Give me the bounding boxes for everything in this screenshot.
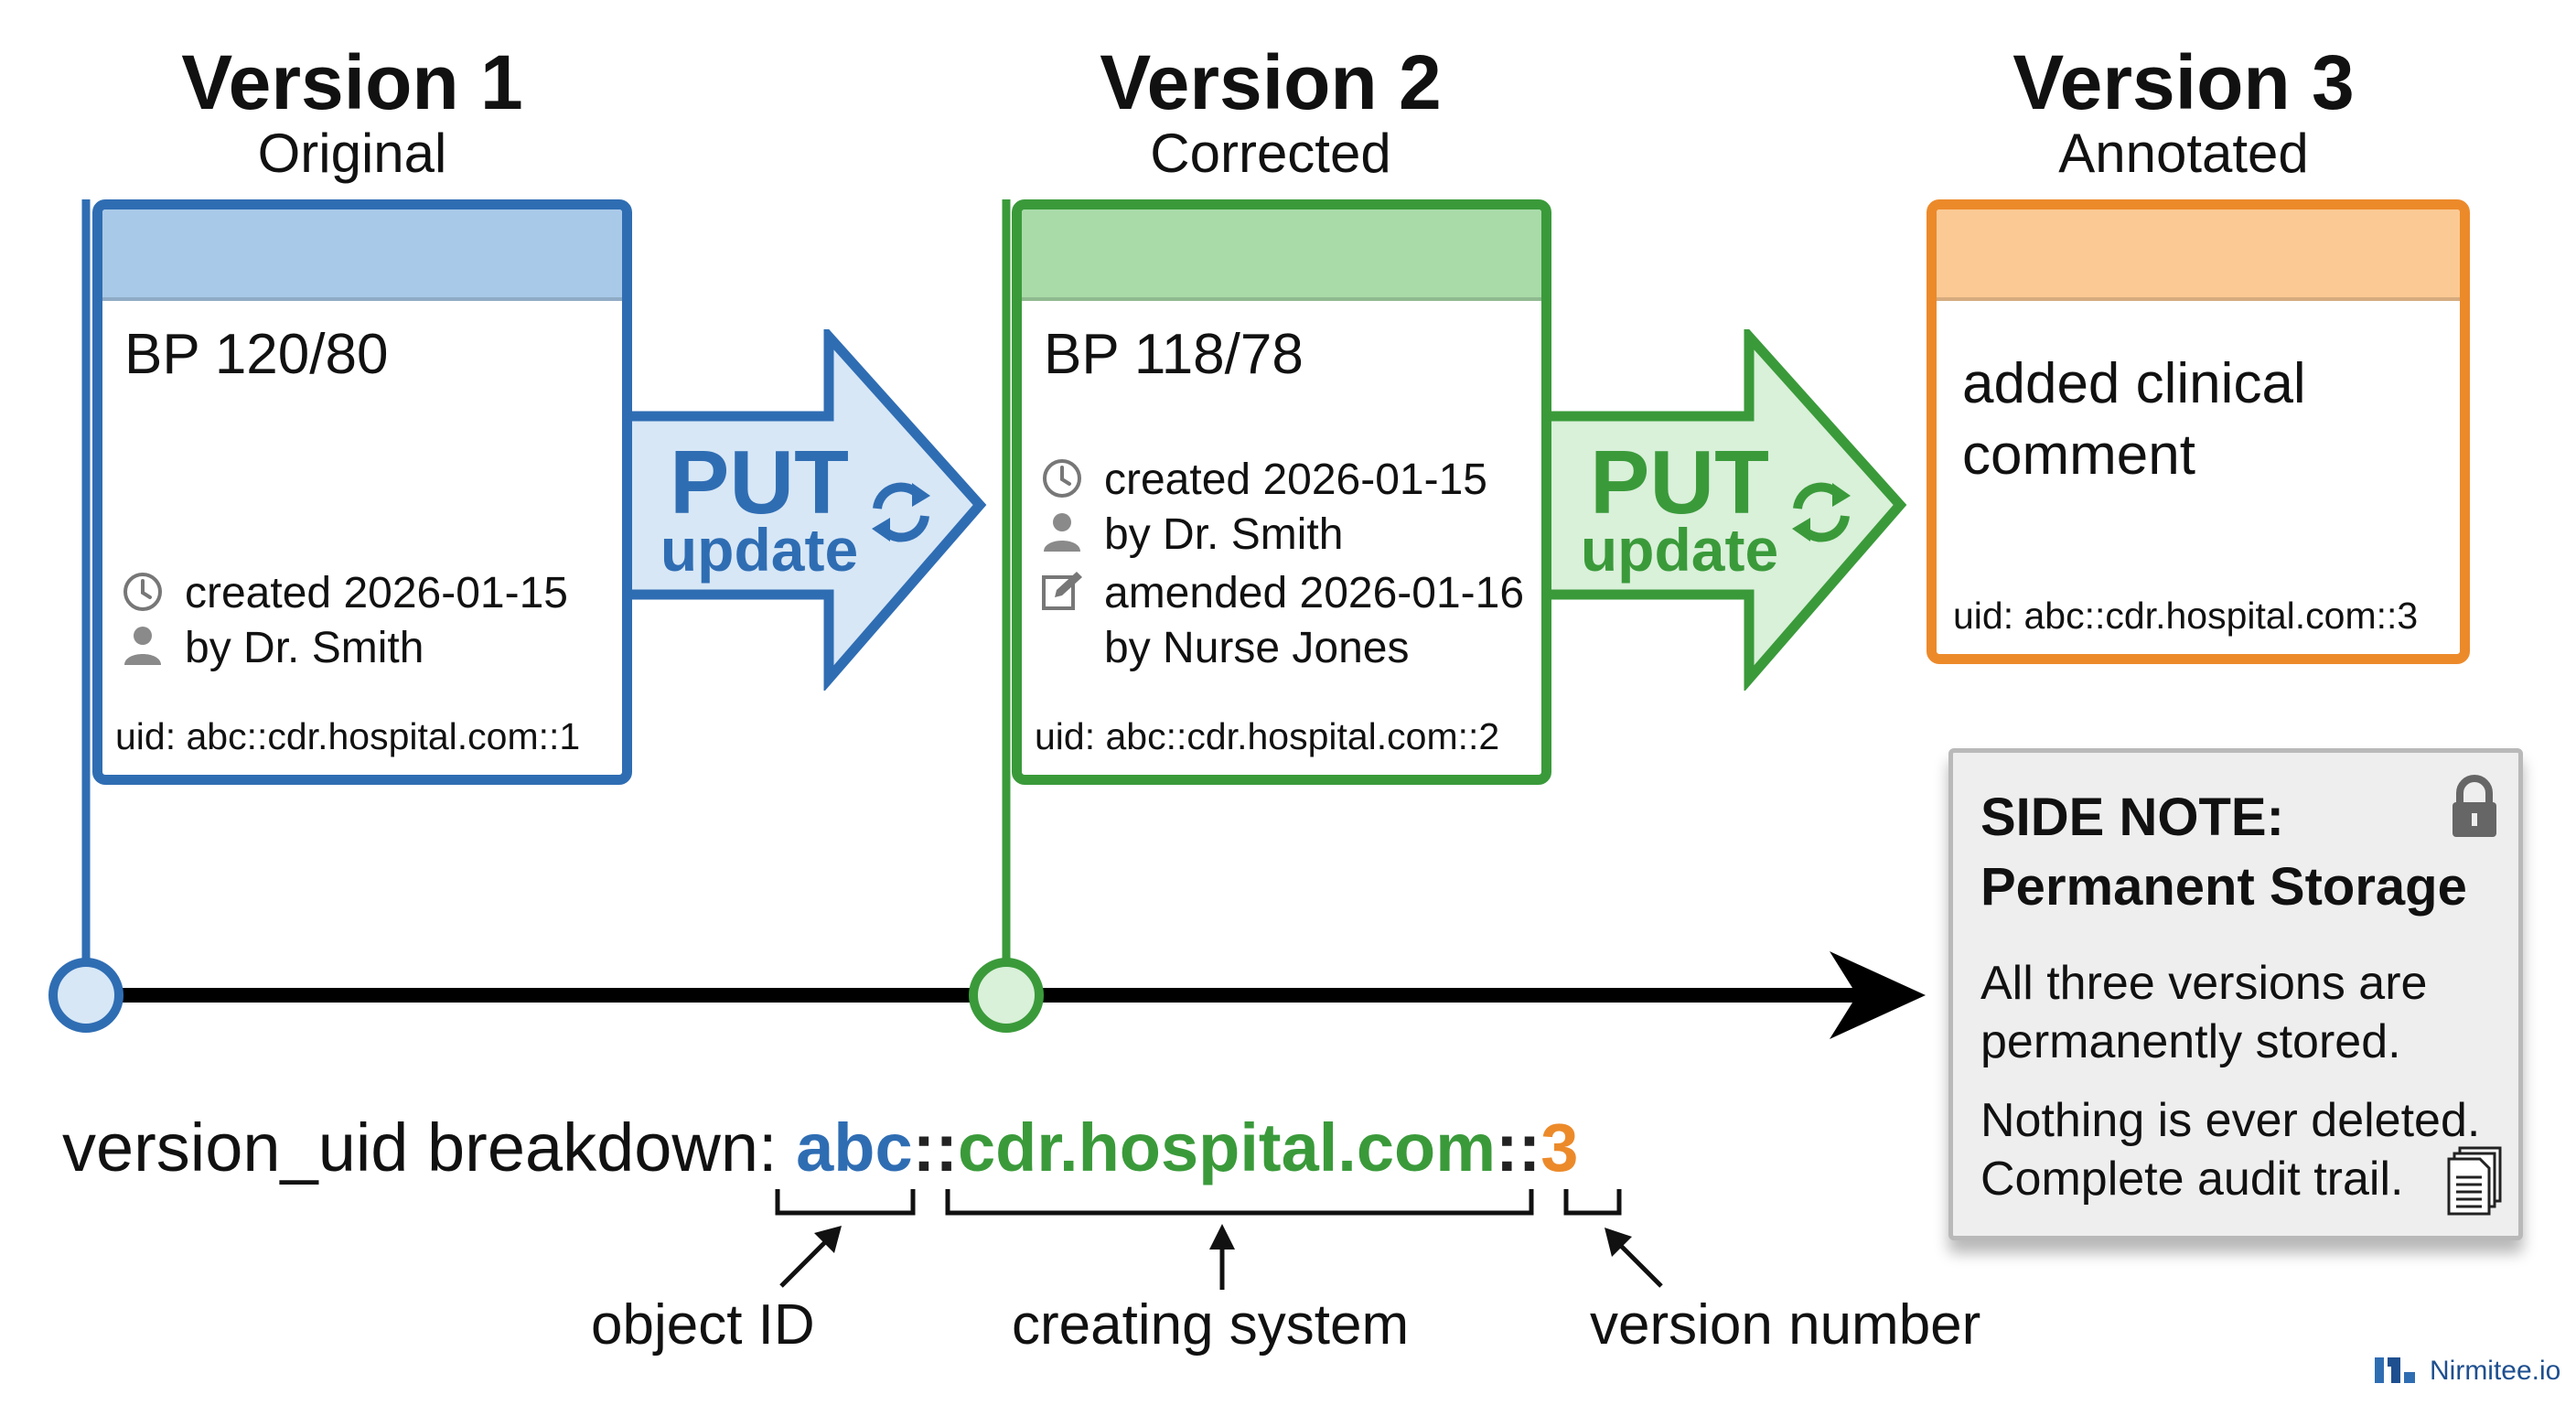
bracket-object-id	[775, 1189, 916, 1216]
put-verb-2: PUT	[1590, 432, 1769, 532]
side-note-heading: SIDE NOTE:	[1980, 788, 2284, 847]
version-2-amended: amended 2026-01-16	[1104, 569, 1525, 617]
timeline-node-1	[48, 958, 123, 1033]
bracket-version	[1563, 1189, 1622, 1216]
version-3-uid: uid: abc::cdr.hospital.com::3	[1953, 595, 2419, 637]
breakdown-label: version_uid breakdown:	[62, 1110, 778, 1185]
version-2-created-by: by Dr. Smith	[1104, 510, 1344, 559]
put-label-2: update	[1580, 516, 1779, 584]
side-note-line-1: All three versions are	[1980, 957, 2428, 1010]
refresh-icon	[872, 482, 930, 542]
breakdown-separator: ::	[1496, 1110, 1541, 1185]
caption-creating-system: creating system	[1012, 1293, 1410, 1357]
version-3-value: added clinical comment	[1962, 352, 2306, 487]
version-1-uid: uid: abc::cdr.hospital.com::1	[115, 715, 581, 757]
side-note: SIDE NOTE: Permanent Storage All three v…	[1948, 748, 2523, 1240]
bracket-system	[945, 1189, 1534, 1216]
clock-icon	[123, 573, 162, 611]
caption-object-id: object ID	[591, 1293, 815, 1357]
version-3-title: Version 3	[2012, 39, 2355, 125]
version-3-subtitle: Annotated	[2058, 123, 2309, 184]
edit-icon	[1042, 572, 1082, 610]
version-1-subtitle: Original	[257, 123, 447, 184]
side-note-line-3: Nothing is ever deleted.	[1980, 1094, 2481, 1147]
version-1-card-header	[102, 209, 622, 301]
breakdown-object-id: abc	[796, 1110, 913, 1185]
brand-logo-icon	[2375, 1357, 2415, 1383]
brand-name[interactable]: Nirmitee.io	[2430, 1356, 2561, 1386]
pointer-object-id	[779, 1237, 831, 1288]
pointer-version	[1617, 1242, 1663, 1288]
version-1-card: BP 120/80 created 2026-01-15 by Dr. Smit…	[92, 199, 632, 785]
person-icon	[124, 627, 161, 665]
version-3-card-header	[1937, 209, 2460, 301]
version-2-uid: uid: abc::cdr.hospital.com::2	[1035, 715, 1500, 757]
version-1-title: Version 1	[181, 39, 523, 125]
person-icon	[1044, 513, 1080, 552]
caption-version-number: version number	[1590, 1293, 1981, 1357]
version-1-value: BP 120/80	[124, 323, 389, 386]
put-arrow-2	[1539, 329, 1907, 691]
version-3-card: added clinical comment uid: abc::cdr.hos…	[1927, 199, 2470, 664]
version-2-subtitle: Corrected	[1150, 123, 1391, 184]
uid-breakdown: version_uid breakdown: abc::cdr.hospital…	[62, 1114, 1578, 1182]
lock-icon	[2453, 775, 2496, 837]
version-1-created: created 2026-01-15	[185, 569, 568, 617]
put-arrow-1	[618, 329, 987, 691]
timeline-node-2	[969, 958, 1044, 1033]
version-2-card: BP 118/78 created 2026-01-15 by Dr. Smit…	[1012, 199, 1551, 785]
version-1-created-by: by Dr. Smith	[185, 624, 424, 672]
version-2-amended-by: by Nurse Jones	[1104, 624, 1410, 672]
version-2-card-header	[1022, 209, 1541, 301]
refresh-icon	[1792, 482, 1851, 542]
put-verb-1: PUT	[670, 432, 849, 532]
put-label-1: update	[660, 516, 859, 584]
side-note-line-2: permanently stored.	[1980, 1015, 2401, 1068]
timeline-arrowhead	[1830, 951, 1926, 1039]
side-note-line-4: Complete audit trail.	[1980, 1153, 2404, 1206]
clock-icon	[1043, 459, 1081, 498]
document-icon	[2447, 1146, 2502, 1216]
version-2-value: BP 118/78	[1044, 323, 1304, 386]
breakdown-version: 3	[1540, 1110, 1579, 1185]
side-note-subheading: Permanent Storage	[1980, 857, 2467, 917]
version-2-title: Version 2	[1100, 39, 1442, 125]
breakdown-separator: ::	[912, 1110, 958, 1185]
version-2-created: created 2026-01-15	[1104, 456, 1487, 504]
breakdown-system: cdr.hospital.com	[957, 1110, 1496, 1185]
